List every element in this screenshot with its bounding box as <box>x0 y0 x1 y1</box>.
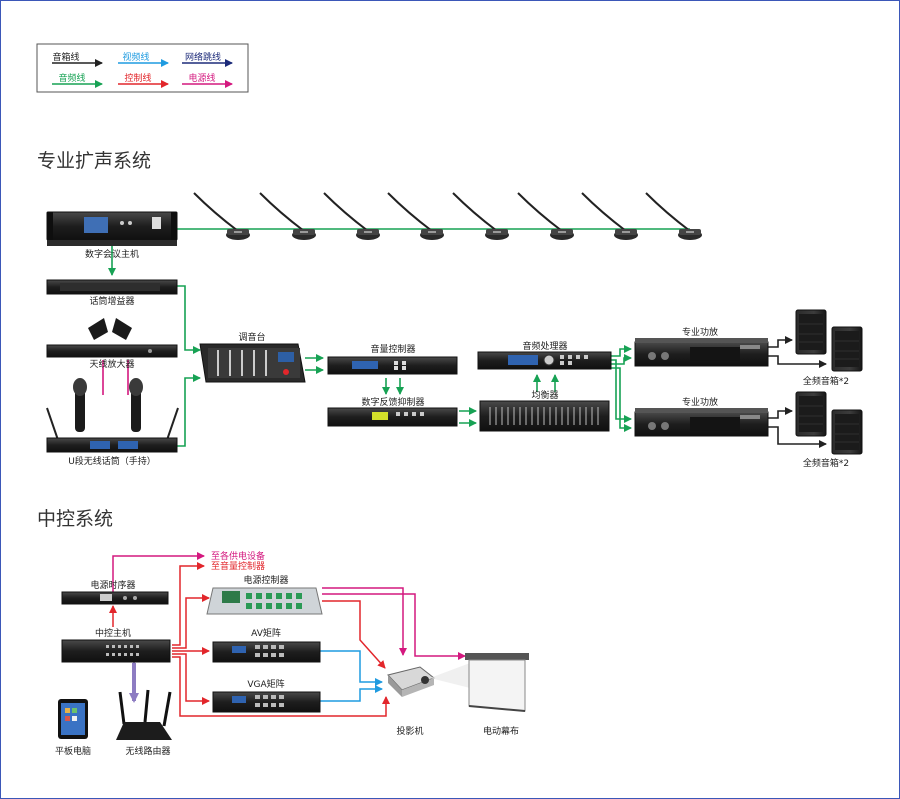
tablet <box>58 699 88 739</box>
conference-microphones <box>193 192 703 241</box>
mic-preamp-label: 话筒增益器 <box>89 295 134 307</box>
volume-controller <box>327 356 458 375</box>
mixer <box>199 343 306 383</box>
audio-processor-label: 音频处理器 <box>522 340 567 352</box>
feedback-suppressor <box>327 407 458 427</box>
antenna-amplifier-label: 天线放大器 <box>89 358 134 370</box>
power-controller-label: 电源控制器 <box>243 574 288 586</box>
to-volume-controller-label: 至音量控制器 <box>211 560 265 572</box>
equalizer <box>479 400 610 432</box>
vga-matrix <box>212 691 321 713</box>
router-label: 无线路由器 <box>125 745 170 757</box>
av-matrix-label: AV矩阵 <box>251 627 281 639</box>
antenna-amplifier <box>46 318 178 358</box>
speakers-1 <box>795 309 863 372</box>
tablet-label: 平板电脑 <box>55 745 91 757</box>
control-section-title: 中控系统 <box>37 508 113 530</box>
wireless-mic-receiver <box>46 378 179 453</box>
speakers-2-label: 全频音箱*2 <box>803 457 849 469</box>
legend-network-line: 网络跳线 <box>185 51 221 63</box>
control-host-label: 中控主机 <box>95 627 131 639</box>
audio-processor <box>477 351 612 370</box>
control-connections <box>109 552 466 717</box>
wireless-router <box>116 689 172 740</box>
projection-screen <box>465 653 529 712</box>
speakers-1-label: 全频音箱*2 <box>803 375 849 387</box>
conference-host-label: 数字会议主机 <box>85 248 139 260</box>
volume-controller-label: 音量控制器 <box>370 343 415 355</box>
to-power-devices-label: 至各供电设备 <box>211 550 265 562</box>
av-matrix <box>212 641 321 663</box>
pa-connections <box>102 228 827 448</box>
feedback-suppressor-label: 数字反馈抑制器 <box>361 396 424 408</box>
legend-video-line: 视频线 <box>122 51 149 63</box>
amplifier-2 <box>634 408 769 437</box>
mixer-label: 调音台 <box>238 331 265 343</box>
power-controller <box>206 587 323 615</box>
power-sequencer <box>61 591 169 605</box>
control-host <box>61 639 171 663</box>
amplifier-2-label: 专业功放 <box>682 396 718 408</box>
legend-power-line: 电源线 <box>188 72 215 84</box>
screen-label: 电动幕布 <box>483 725 519 737</box>
mic-preamp <box>46 279 178 295</box>
vga-matrix-label: VGA矩阵 <box>247 678 284 690</box>
legend: 音箱线 视频线 网络跳线 音频线 控制线 电源线 <box>36 43 249 93</box>
pa-section-title: 专业扩声系统 <box>37 150 151 172</box>
legend-control-line: 控制线 <box>124 72 151 84</box>
equalizer-label: 均衡器 <box>531 389 558 401</box>
conference-host <box>46 211 178 246</box>
legend-audio-line: 音频线 <box>58 72 85 84</box>
projector <box>387 660 478 697</box>
legend-speaker-line: 音箱线 <box>52 51 79 63</box>
wireless-mic-label: U段无线话筒（手持） <box>68 455 156 467</box>
amplifier-1 <box>634 338 769 367</box>
projector-label: 投影机 <box>396 725 423 737</box>
amplifier-1-label: 专业功放 <box>682 326 718 338</box>
power-sequencer-label: 电源时序器 <box>90 579 135 591</box>
